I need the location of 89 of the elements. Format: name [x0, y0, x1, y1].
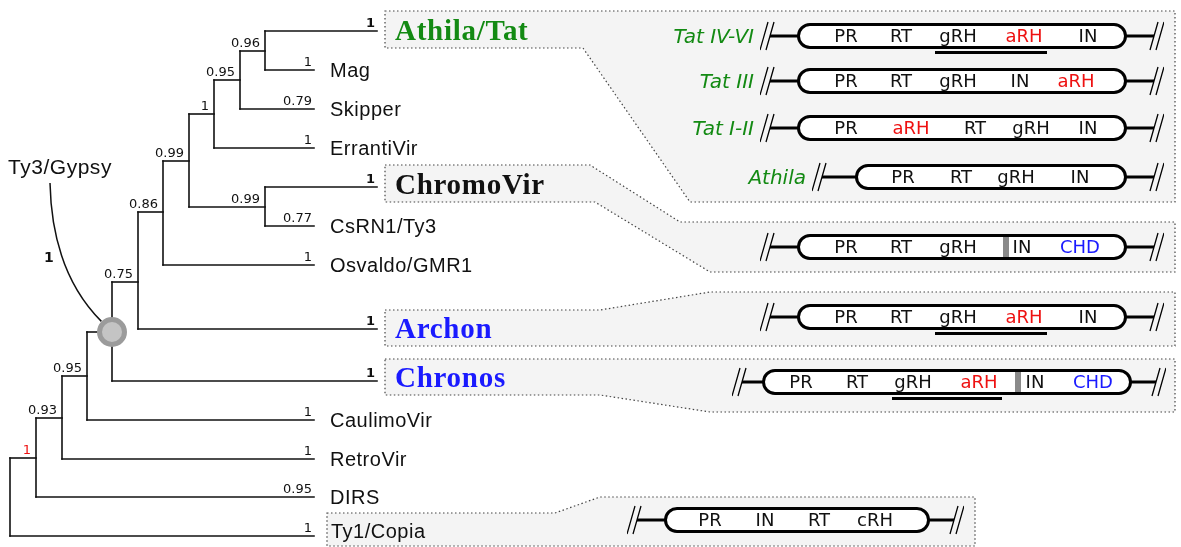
- domain-label: CHD: [1073, 373, 1113, 391]
- domain-label: IN: [755, 511, 775, 529]
- domain-bar: [664, 507, 930, 533]
- domain-label: IN: [1078, 308, 1098, 326]
- domain-label: RT: [949, 168, 973, 186]
- domain-label: PR: [891, 168, 915, 186]
- support-value: 0.95: [206, 65, 235, 80]
- domain-label: RT: [807, 511, 831, 529]
- support-value: 1: [303, 55, 312, 70]
- domain-bar: [762, 369, 1132, 395]
- support-value: 1: [22, 443, 31, 458]
- support-value: 0.86: [129, 197, 158, 212]
- support-value: 1: [365, 314, 375, 329]
- domain-label: aRH: [892, 119, 930, 137]
- support-value: 0.93: [28, 403, 57, 418]
- support-value: 0.99: [231, 192, 260, 207]
- domain-label: cRH: [857, 511, 893, 529]
- domain-bar: [797, 304, 1127, 330]
- domain-label: PR: [834, 238, 858, 256]
- support-value: 1: [365, 172, 375, 187]
- domain-bar: [797, 68, 1127, 94]
- support-value: 1: [303, 133, 312, 148]
- taxon-label: CsRN1/Ty3: [330, 216, 437, 236]
- subfamily-label: Tat IV-VI: [673, 26, 754, 46]
- taxon-label: ErrantiVir: [330, 138, 418, 158]
- edge-label: 1: [44, 250, 54, 264]
- domain-label: PR: [789, 373, 813, 391]
- domain-label: RT: [889, 238, 913, 256]
- support-value: 0.75: [104, 267, 133, 282]
- domain-bar: [797, 115, 1127, 141]
- taxon-label: Mag: [330, 60, 371, 80]
- taxon-label: CaulimoVir: [330, 410, 433, 430]
- support-value: 1: [303, 444, 312, 459]
- clade-name: Athila/Tat: [395, 15, 529, 45]
- domain-label: IN: [1010, 72, 1030, 90]
- support-value: 1: [200, 99, 209, 114]
- support-value: 0.77: [283, 211, 312, 226]
- domain-bar: [797, 23, 1127, 49]
- domain-label: gRH: [997, 168, 1035, 186]
- domain-label: IN: [1025, 373, 1045, 391]
- domain-label: aRH: [1005, 308, 1043, 326]
- support-value: 0.96: [231, 36, 260, 51]
- domain-label: RT: [845, 373, 869, 391]
- clade-name: Chronos: [395, 362, 506, 392]
- support-value: 1: [365, 366, 375, 381]
- domain-label: PR: [698, 511, 722, 529]
- domain-label: PR: [834, 27, 858, 45]
- taxon-label: Osvaldo/GMR1: [330, 255, 473, 275]
- support-value: 0.95: [283, 482, 312, 497]
- domain-label: CHD: [1060, 238, 1100, 256]
- domain-label: IN: [1070, 168, 1090, 186]
- domain-label: gRH: [939, 27, 977, 45]
- support-value: 1: [303, 521, 312, 536]
- domain-label: aRH: [960, 373, 998, 391]
- domain-label: IN: [1078, 119, 1098, 137]
- domain-label: aRH: [1057, 72, 1095, 90]
- domain-label: IN: [1078, 27, 1098, 45]
- subfamily-label: Athila: [748, 167, 806, 187]
- domain-label: gRH: [894, 373, 932, 391]
- taxon-label: RetroVir: [330, 449, 407, 469]
- domain-bar: [855, 164, 1127, 190]
- domain-bar: [797, 234, 1127, 260]
- domain-label: aRH: [1005, 27, 1043, 45]
- domain-label: RT: [889, 27, 913, 45]
- clade-name: ChromoVir: [395, 169, 545, 199]
- taxon-label: Skipper: [330, 99, 402, 119]
- domain-label: RT: [963, 119, 987, 137]
- support-value: 1: [303, 250, 312, 265]
- domain-label: gRH: [939, 238, 977, 256]
- domain-label: gRH: [939, 308, 977, 326]
- clade-name: Ty1/Copia: [331, 521, 426, 541]
- domain-label: RT: [889, 72, 913, 90]
- clade-name: Archon: [395, 313, 493, 343]
- support-value: 0.99: [155, 146, 184, 161]
- clade-label: Ty3/Gypsy: [8, 154, 113, 180]
- support-value: 0.79: [283, 94, 312, 109]
- subfamily-label: Tat I-II: [692, 118, 754, 138]
- domain-label: PR: [834, 308, 858, 326]
- support-value: 1: [365, 16, 375, 31]
- domain-label: PR: [834, 72, 858, 90]
- domain-label: gRH: [1012, 119, 1050, 137]
- domain-label: gRH: [939, 72, 977, 90]
- domain-label: PR: [834, 119, 858, 137]
- domain-label: IN: [1012, 238, 1032, 256]
- taxon-label: DIRS: [330, 487, 380, 507]
- domain-label: RT: [889, 308, 913, 326]
- support-value: 0.95: [53, 361, 82, 376]
- support-value: 1: [303, 405, 312, 420]
- subfamily-label: Tat III: [699, 71, 754, 91]
